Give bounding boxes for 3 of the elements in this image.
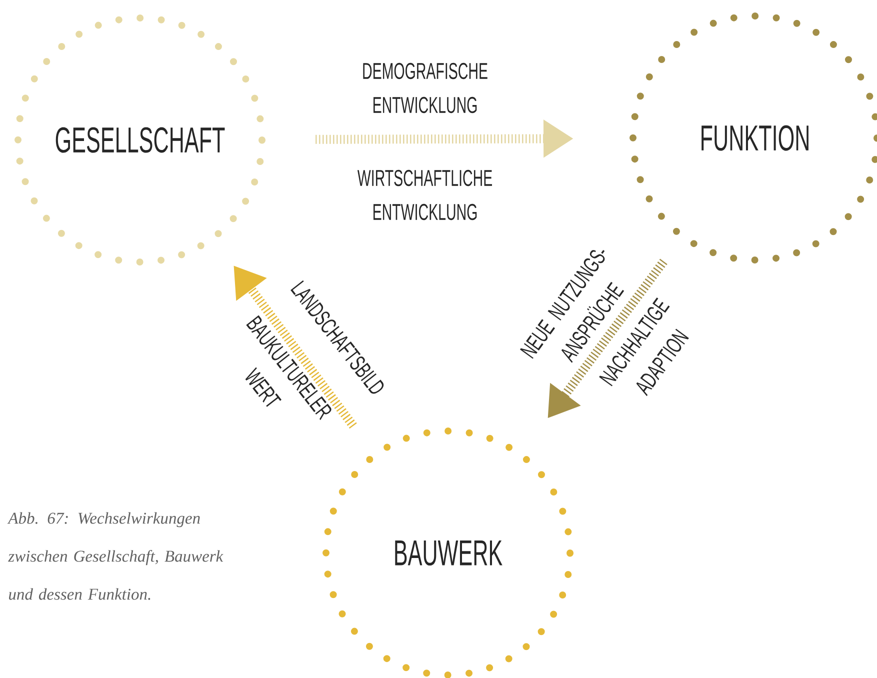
figure-caption: Abb. 67: Wechselwirkungen zwischen Gesellschaft, Bauwerk und dessen Funktion. bbox=[7, 512, 224, 600]
edge-label: DEMOGRAFISCHE ENTWICKLUNG bbox=[363, 62, 488, 114]
arrow-caption: WIRTSCHAFTLICHE ENTWICKLUNG bbox=[357, 170, 492, 220]
